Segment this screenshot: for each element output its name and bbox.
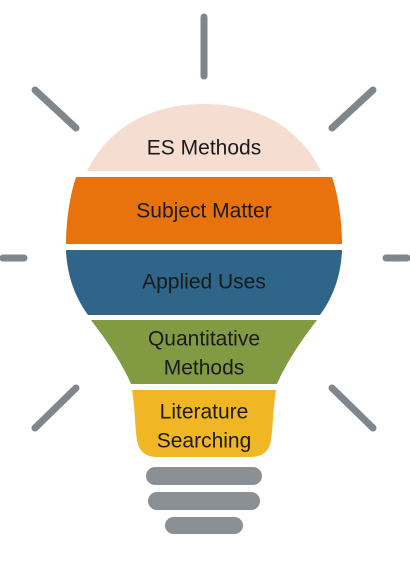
- bulb-base: [146, 467, 262, 534]
- section-subject-matter: [66, 177, 342, 244]
- label-literature-searching-line1: Literature: [160, 401, 249, 424]
- label-es-methods: ES Methods: [147, 137, 261, 160]
- label-applied-uses: Applied Uses: [142, 271, 266, 294]
- light-rays: [0, 13, 410, 432]
- section-quantitative-methods: [91, 320, 317, 384]
- ray-upper-left: [31, 86, 80, 132]
- ray-upper-right: [328, 86, 377, 132]
- base-bar-middle: [148, 492, 260, 510]
- label-quantitative-methods-line2: Methods: [164, 357, 245, 380]
- label-subject-matter: Subject Matter: [136, 200, 271, 223]
- ray-lower-right: [328, 384, 377, 432]
- base-bar-top: [146, 467, 262, 485]
- section-es-methods: [87, 104, 321, 171]
- section-applied-uses: [66, 250, 342, 315]
- base-bar-bottom: [165, 517, 243, 534]
- section-literature-searching: [132, 390, 276, 457]
- label-literature-searching-line2: Searching: [157, 430, 252, 453]
- label-quantitative-methods-line1: Quantitative: [148, 328, 260, 351]
- ray-lower-left: [31, 384, 80, 432]
